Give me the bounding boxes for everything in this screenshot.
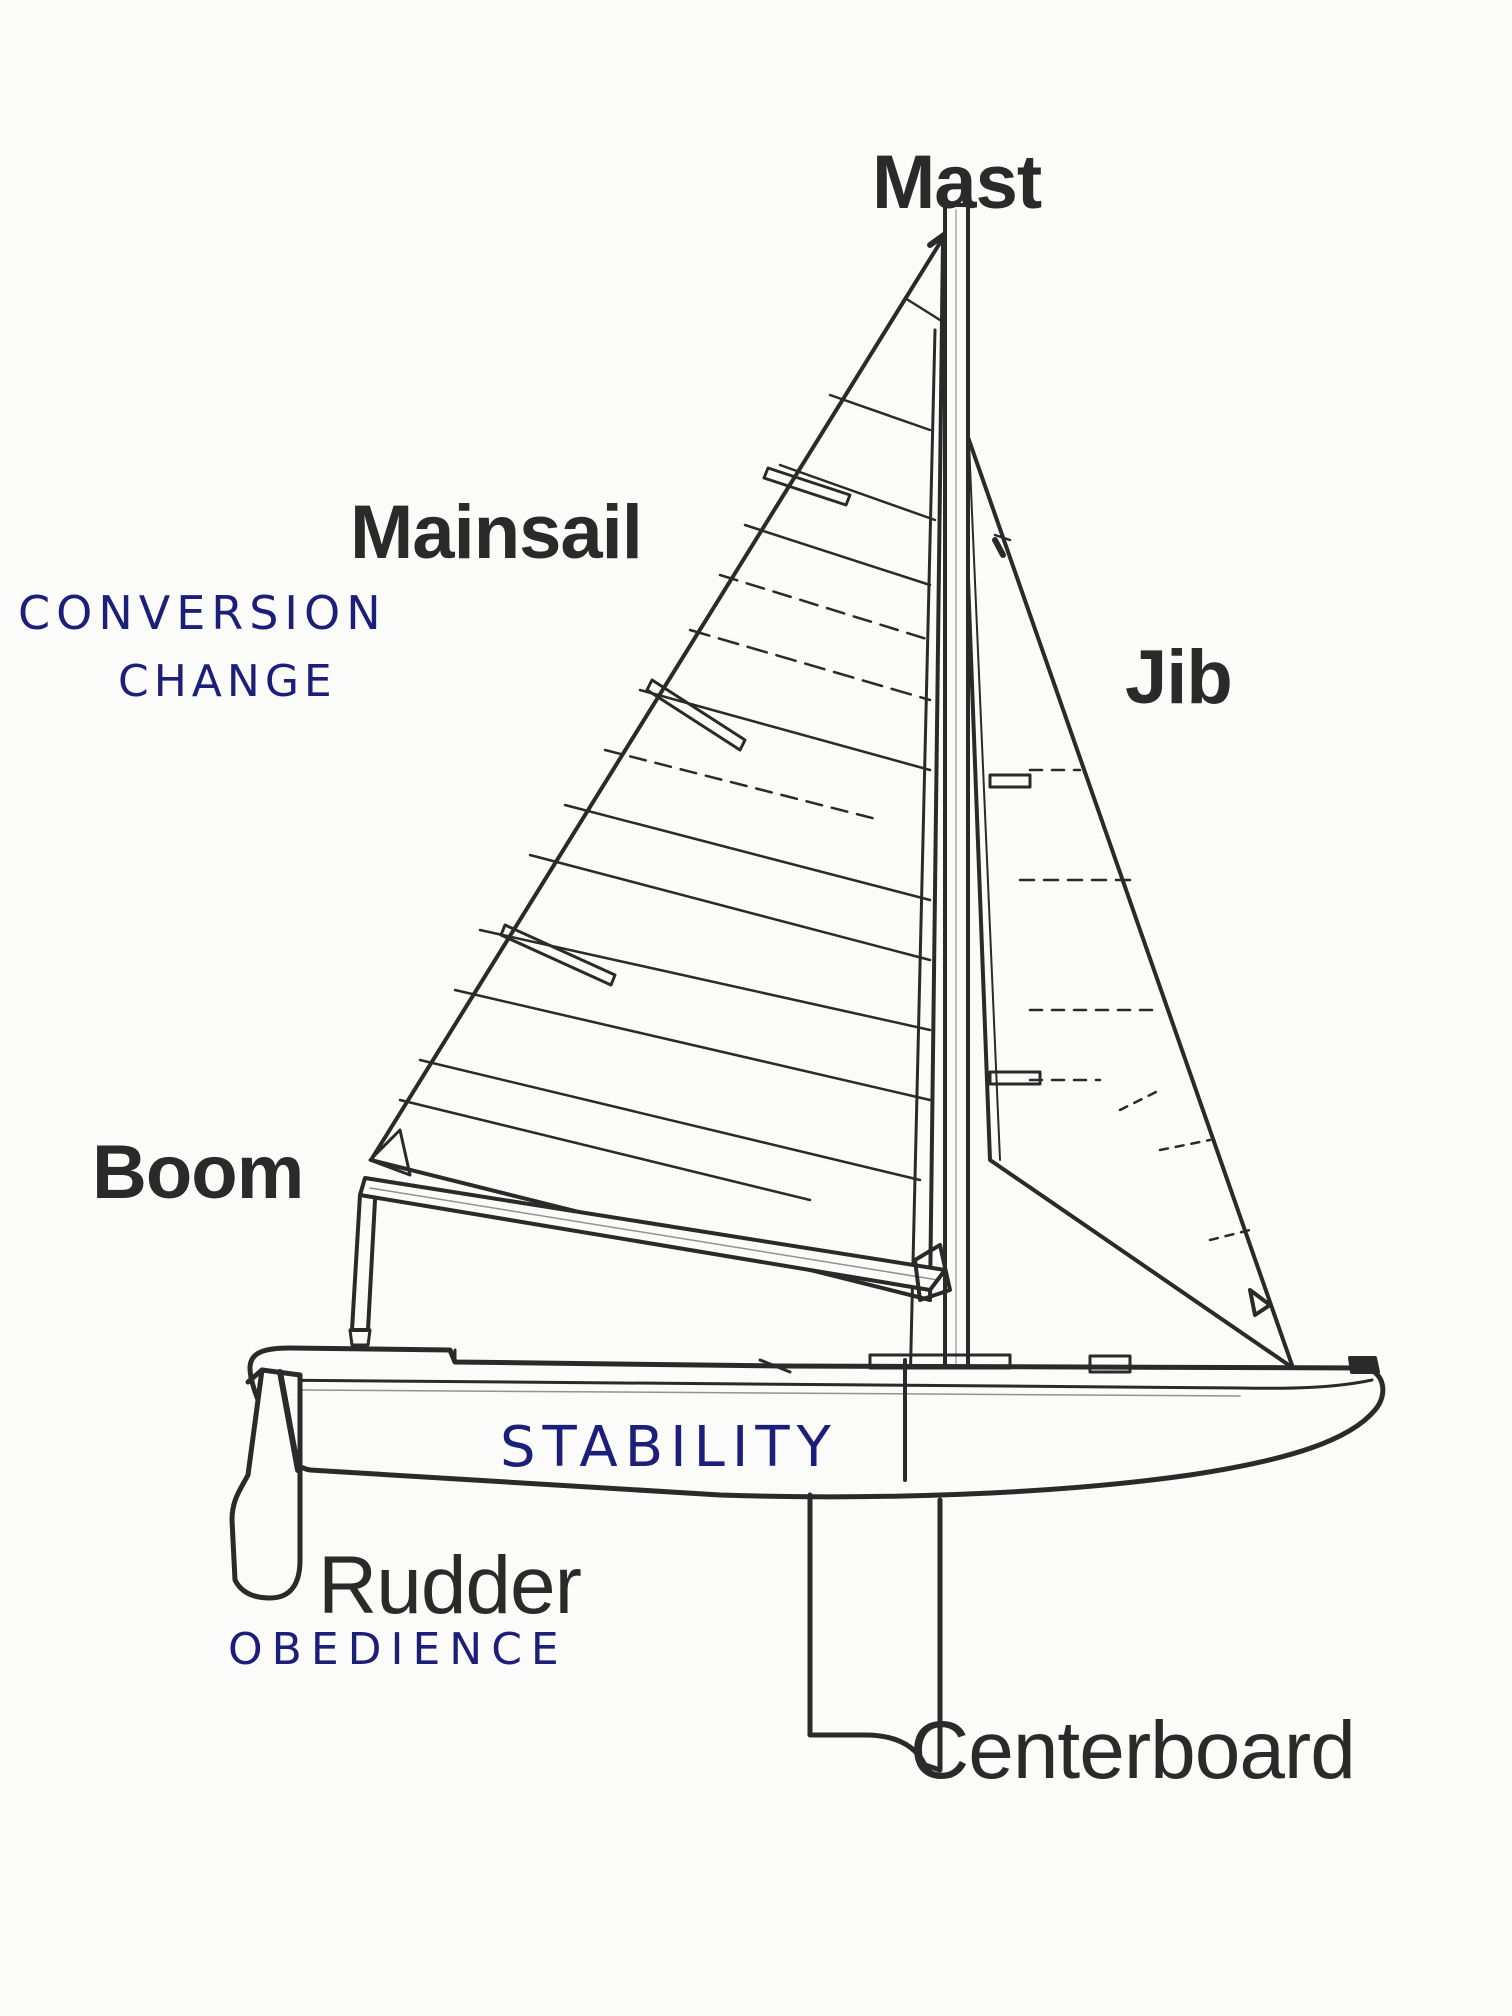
mainsail-label: Mainsail xyxy=(350,490,643,575)
hull-shape xyxy=(247,1345,1386,1500)
jib-shape xyxy=(960,418,1295,1370)
annotation-stability: STABILITY xyxy=(500,1415,838,1480)
rudder-label: Rudder xyxy=(318,1540,582,1631)
jib-label: Jib xyxy=(1125,635,1233,720)
mainsail-shape xyxy=(368,229,951,1302)
boom-label: Boom xyxy=(92,1130,304,1215)
centerboard-label: Centerboard xyxy=(910,1705,1356,1796)
annotation-change: CHANGE xyxy=(118,656,337,707)
centerboard-shape xyxy=(807,1492,943,1773)
rudder-shape xyxy=(229,1367,303,1601)
mast-shape xyxy=(908,203,1001,1392)
mast-label: Mast xyxy=(872,140,1042,225)
boom-shape xyxy=(348,1176,952,1347)
annotation-obedience: OBEDIENCE xyxy=(228,1624,568,1675)
annotation-conversion: CONVERSION xyxy=(18,586,387,640)
